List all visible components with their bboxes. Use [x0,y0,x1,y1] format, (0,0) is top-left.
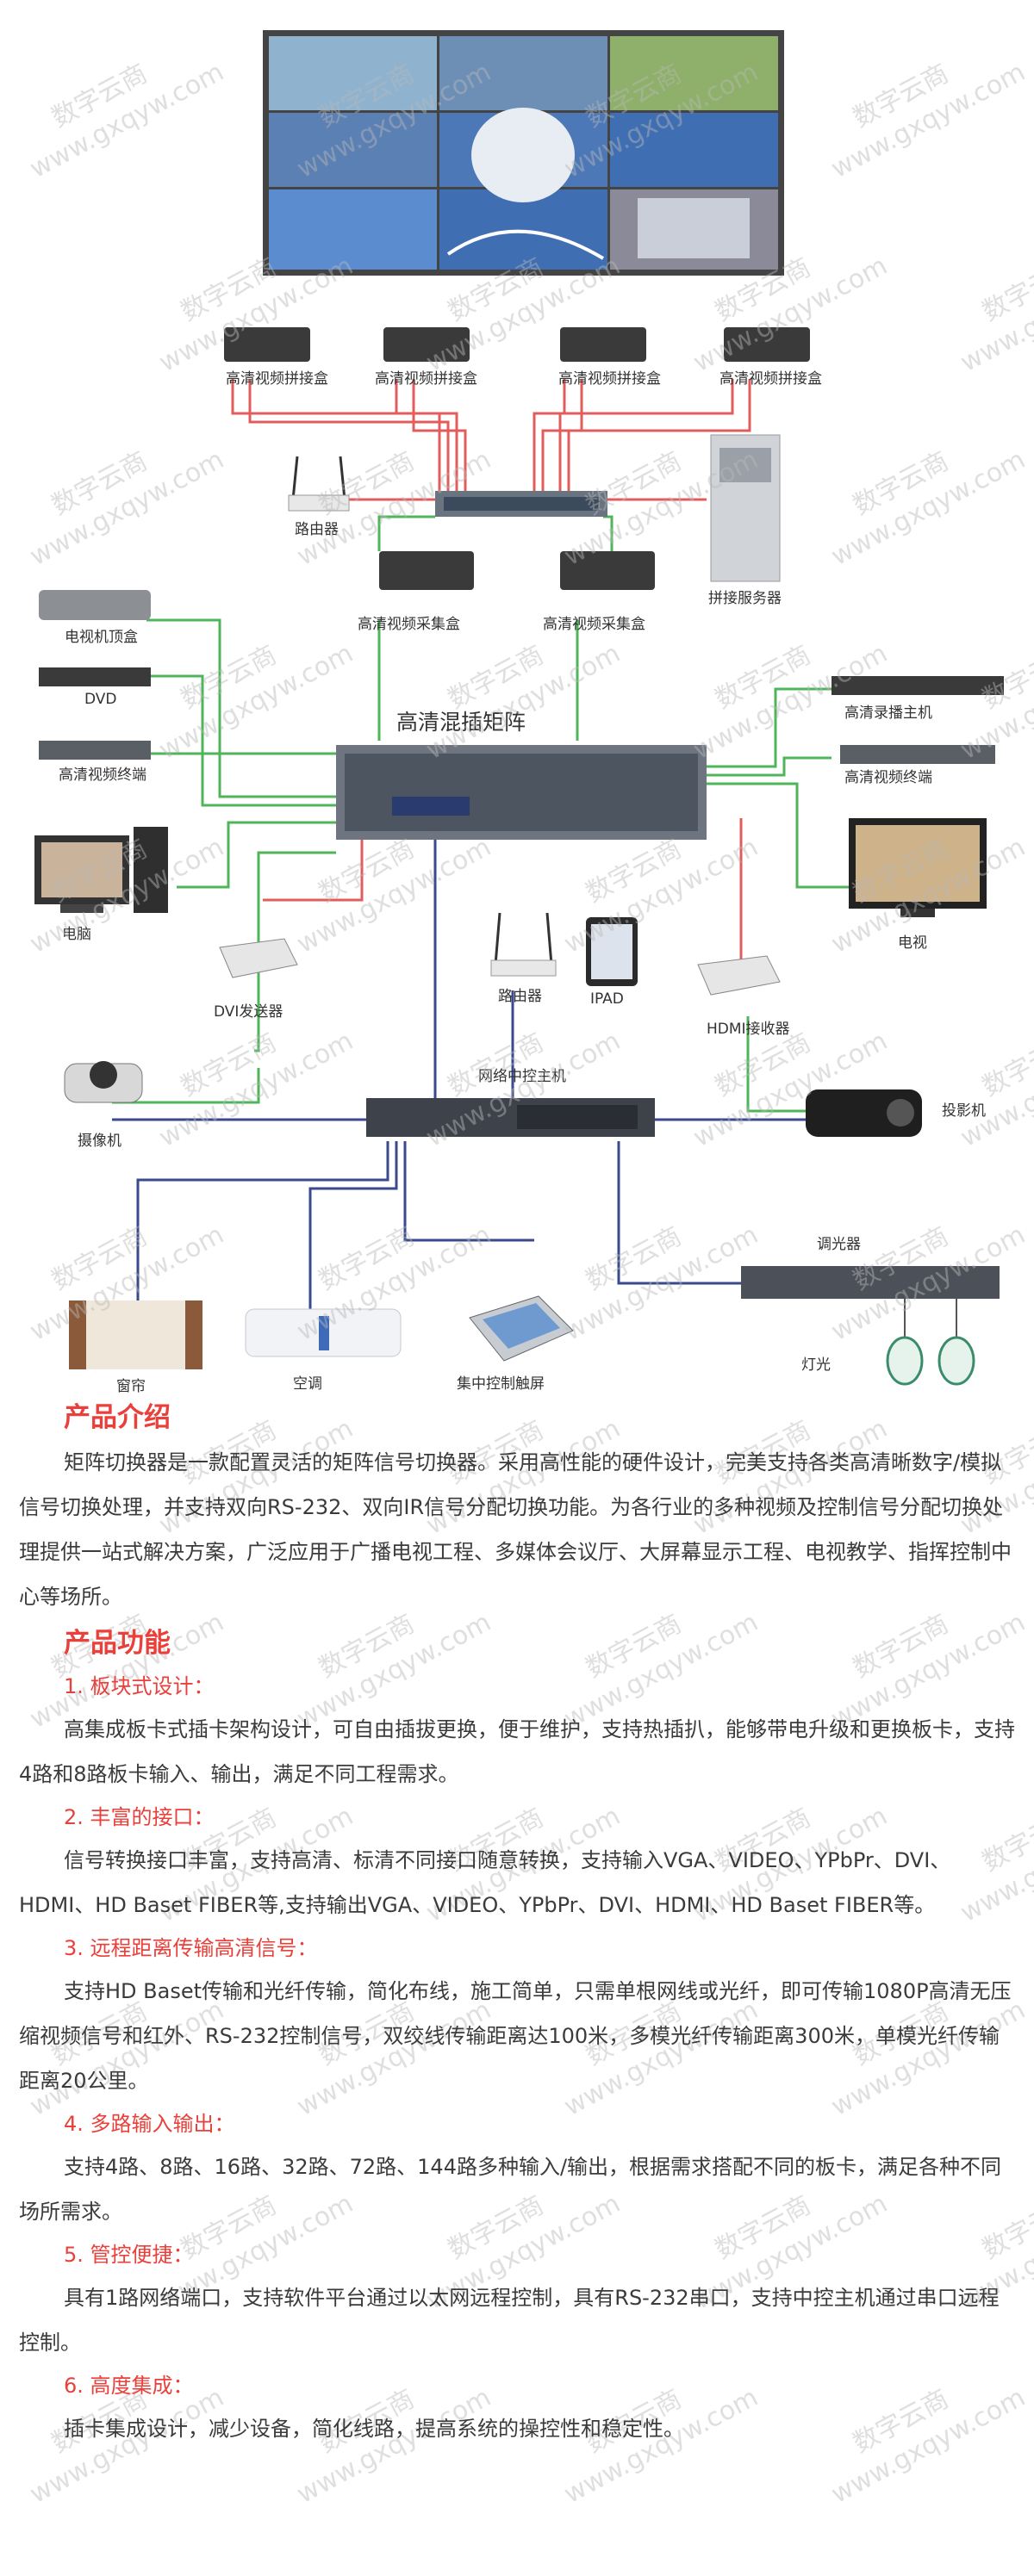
feature-item: 3. 远程距离传输高清信号： 支持HD Baset传输和光纤传输，简化布线，施工… [19,1927,1018,2103]
feature-item: 1. 板块式设计： 高集成板卡式插卡架构设计，可自由插拔更换，便于维护，支持热插… [19,1666,1018,1797]
ipad-device [586,917,638,986]
dvd-label: DVD [84,691,117,708]
feature-text: 插卡集成设计，减少设备，简化线路，提高系统的操控性和稳定性。 [64,2417,684,2441]
feature-title: 1. 板块式设计： [64,1674,215,1698]
feature-text: 信号转换接口丰富，支持高清、标清不同接口随意转换，支持输入VGA、VIDEO、Y… [19,1848,951,1917]
splicer-label: 高清视频拼接盒 [719,370,822,388]
hdmi-rx-device [697,955,781,996]
capture-box [560,551,655,590]
server-tower [710,434,781,582]
server-label: 拼接服务器 [708,590,782,607]
router-mid-label: 路由器 [498,988,542,1005]
camera-device [64,1061,143,1103]
product-description: 产品介绍 矩阵切换器是一款配置灵活的矩阵信号切换器。采用高性能的硬件设计，完美支… [19,1395,1018,2451]
aircon-device [245,1308,402,1357]
tv-label: 电视 [898,934,927,952]
splicer-box [560,327,646,362]
features-heading: 产品功能 [64,1628,171,1659]
intro-text: 矩阵切换器是一款配置灵活的矩阵信号切换器。采用高性能的硬件设计，完美支持各类高清… [19,1450,1012,1609]
intro-heading: 产品介绍 [64,1402,171,1433]
dimmer-label: 调光器 [817,1236,861,1253]
capture-label: 高清视频采集盒 [543,616,645,633]
tv-stb-label: 电视机顶盒 [65,629,138,646]
touchpanel-label: 集中控制触屏 [457,1375,545,1393]
splicer-label: 高清视频拼接盒 [375,370,477,388]
capture-label: 高清视频采集盒 [358,616,460,633]
central-control-label: 网络中控主机 [478,1068,566,1085]
network-switch [435,491,607,517]
feature-item: 2. 丰富的接口： 信号转换接口丰富，支持高清、标清不同接口随意转换，支持输入V… [19,1797,1018,1927]
feature-item: 5. 管控便捷： 具有1路网络端口，支持软件平台通过以太网远程控制，具有RS-2… [19,2234,1018,2365]
dimmer-device [741,1266,1000,1299]
splicer-boxes [224,327,810,362]
router-mid-device [490,912,557,977]
dvi-tx-label: DVI发送器 [214,1003,283,1021]
matrix-title: 高清混插矩阵 [396,710,526,735]
terminal-left-label: 高清视频终端 [59,767,146,784]
matrix-device [336,745,707,840]
splicer-box [383,327,470,362]
curtain-label: 窗帘 [116,1378,146,1395]
feature-text: 具有1路网络端口，支持软件平台通过以太网远程控制，具有RS-232串口，支持中控… [19,2286,1000,2355]
splicer-label: 高清视频拼接盒 [226,370,328,388]
tv-device [849,818,987,917]
splicer-box [224,327,310,362]
projector-device [806,1089,922,1137]
tv-stb-device [39,590,151,620]
recorder-label: 高清录播主机 [844,705,932,722]
feature-title: 2. 丰富的接口： [64,1805,215,1829]
router-top-label: 路由器 [295,521,339,538]
computer-label: 电脑 [62,926,91,943]
central-control-device [366,1098,655,1137]
light-label: 灯光 [801,1356,831,1374]
camera-label: 摄像机 [78,1133,121,1150]
feature-text: 支持HD Baset传输和光纤传输，简化布线，施工简单，只需单根网线或光纤，即可… [19,1979,1012,2093]
dvd-device [39,667,151,686]
feature-title: 4. 多路输入输出： [64,2112,235,2136]
touchpanel-device [469,1295,574,1362]
computer-device [34,827,168,913]
feature-item: 4. 多路输入输出： 支持4路、8路、16路、32路、72路、144路多种输入/… [19,2103,1018,2234]
feature-title: 6. 高度集成： [64,2374,194,2398]
terminal-right-device [840,745,995,764]
hdmi-rx-label: HDMI接收器 [707,1021,790,1038]
router-top-device [288,456,350,512]
terminal-right-label: 高清视频终端 [844,769,932,786]
video-wall [263,30,784,276]
terminal-left-device [39,741,151,760]
capture-box [379,551,474,590]
system-diagram: 高清视频拼接盒 高清视频拼接盒 高清视频拼接盒 高清视频拼接盒 路由器 拼接服务… [34,30,1004,1395]
feature-item: 6. 高度集成： 插卡集成设计，减少设备，简化线路，提高系统的操控性和稳定性。 [19,2365,1018,2451]
ipad-label: IPAD [590,990,624,1008]
projector-label: 投影机 [942,1102,986,1120]
dvi-tx-device [219,938,298,978]
splicer-box [724,327,810,362]
curtain-device [69,1300,202,1369]
light-bulbs [886,1299,975,1386]
recorder-device [832,676,1004,695]
feature-title: 5. 管控便捷： [64,2243,194,2267]
feature-title: 3. 远程距离传输高清信号： [64,1936,318,1960]
splicer-label: 高清视频拼接盒 [558,370,661,388]
feature-text: 高集成板卡式插卡架构设计，可自由插拔更换，便于维护，支持热插扒，能够带电升级和更… [19,1717,1015,1786]
feature-text: 支持4路、8路、16路、32路、72路、144路多种输入/输出，根据需求搭配不同… [19,2155,1002,2224]
aircon-label: 空调 [293,1375,322,1393]
